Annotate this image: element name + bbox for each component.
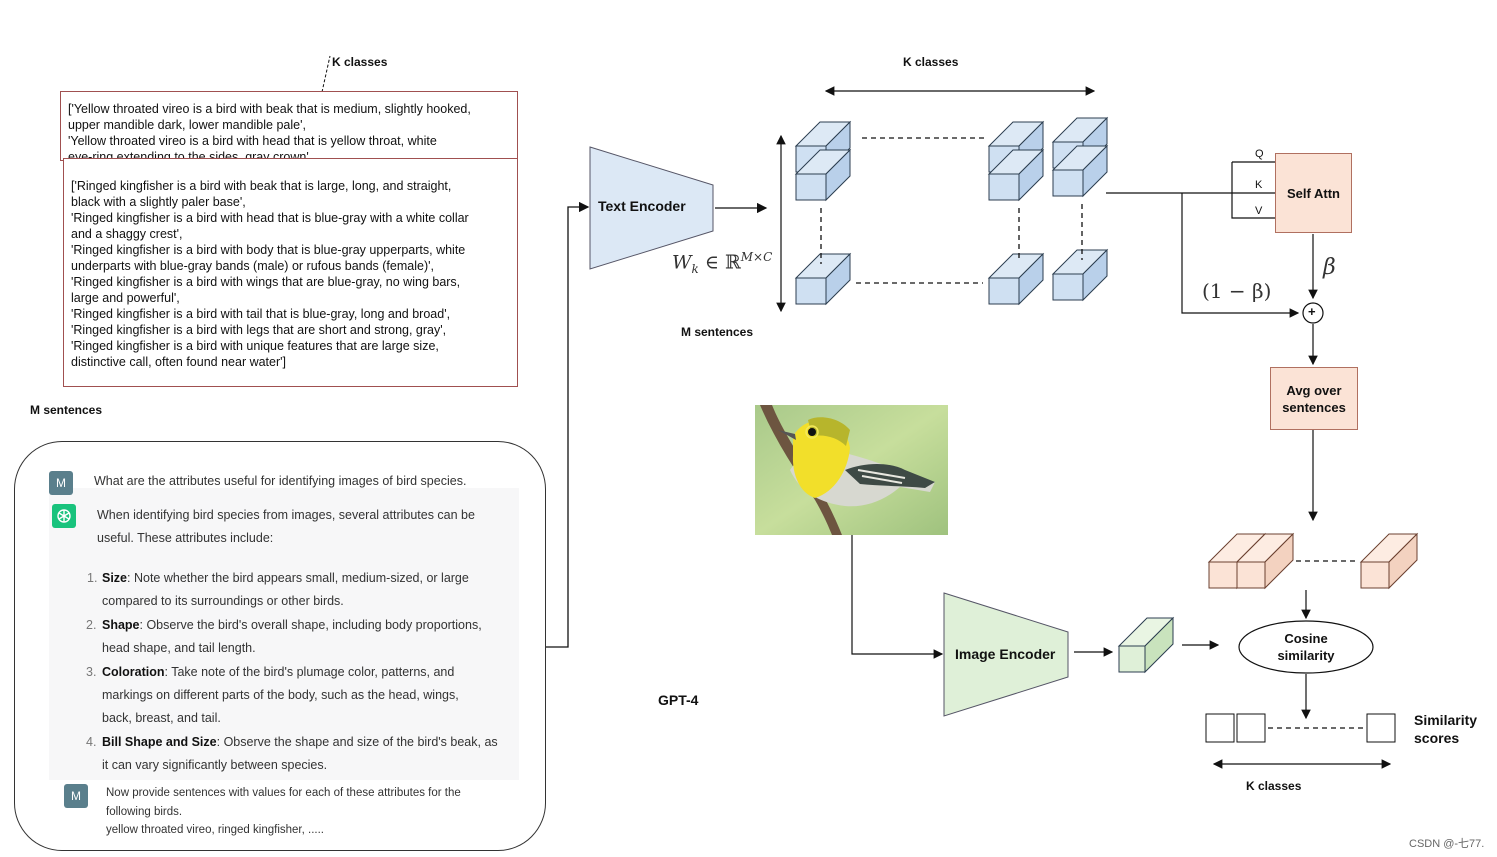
similarity-score-boxes [1205, 713, 1396, 743]
list-number: 2. [86, 618, 97, 632]
assistant-reply-background [49, 488, 519, 780]
avg-line-1: Avg over [1286, 383, 1342, 398]
k-classes-label-bottom: K classes [1246, 779, 1302, 793]
weight-matrix-formula: Wk ∈ ℝM×C [672, 250, 772, 276]
list-item-coloration: Coloration: Take note of the bird's plum… [102, 661, 454, 684]
list-number: 3. [86, 665, 97, 679]
image-encoder-shape [943, 592, 1069, 717]
item-text: : Note whether the bird appears small, m… [127, 571, 469, 585]
front-line: 'Ringed kingfisher is a bird with legs t… [71, 323, 447, 337]
front-line: 'Ringed kingfisher is a bird with body t… [71, 243, 466, 257]
front-line: ['Ringed kingfisher is a bird with beak … [71, 179, 452, 193]
list-item-bill: Bill Shape and Size: Observe the shape a… [102, 731, 498, 754]
front-line: 'Ringed kingfisher is a bird with wings … [71, 275, 461, 289]
k-classes-pointer [321, 55, 331, 93]
item-title: Bill Shape and Size [102, 735, 217, 749]
v-label: V [1255, 205, 1263, 217]
wk-subscript: k [691, 262, 699, 277]
avg-over-sentences-box: Avg over sentences [1270, 367, 1358, 430]
k-classes-label-left: K classes [332, 55, 388, 69]
list-item-size: Size: Note whether the bird appears smal… [102, 567, 469, 590]
wk-in-reals: ∈ ℝ [698, 251, 741, 274]
front-line: distinctive call, often found near water… [71, 355, 287, 369]
similarity-scores-label: Similarity scores [1414, 711, 1477, 747]
residual-arrow [1181, 193, 1300, 318]
sum-node [1302, 302, 1324, 324]
watermark: CSDN @-七77. [1409, 838, 1485, 850]
item-title: Shape [102, 618, 140, 632]
q-label: Q [1255, 148, 1264, 160]
text-embedding-cubes [795, 117, 1108, 305]
front-line: underparts with blue-gray bands (male) o… [71, 259, 434, 273]
bird-photo [755, 405, 948, 535]
wk-superscript: M×C [740, 250, 773, 264]
sentences-box-back: ['Yellow throated vireo is a bird with b… [60, 91, 518, 161]
self-attn-box: Self Attn [1275, 153, 1352, 233]
m-sentences-label-mid: M sentences [681, 325, 754, 339]
cube-dashes [820, 137, 1083, 284]
similarity-line-1: Similarity [1414, 712, 1478, 728]
list-item-size-cont: compared to its surroundings or other bi… [102, 594, 344, 608]
item-text: : Take note of the bird's plumage color,… [164, 665, 455, 679]
m-sentences-label-left: M sentences [30, 403, 103, 417]
class-embedding-cubes [1208, 533, 1418, 589]
list-item-coloration-cont: back, breast, and tail. [102, 711, 221, 725]
list-item-shape-cont: head shape, and tail length. [102, 641, 256, 655]
beta-label: β [1323, 255, 1336, 280]
back-line: 'Yellow throated vireo is a bird with he… [68, 134, 437, 148]
list-number: 1. [87, 571, 98, 585]
text-encoder-shape [589, 146, 714, 270]
k-classes-label-top: K classes [903, 55, 959, 69]
text-encoder-label: Text Encoder [598, 198, 686, 214]
front-line: black with a slightly paler base', [71, 195, 246, 209]
openai-logo-icon [52, 504, 76, 528]
item-title: Size [102, 571, 128, 585]
back-line: ['Yellow throated vireo is a bird with b… [68, 102, 471, 116]
plus-symbol: + [1308, 304, 1316, 319]
gpt4-label: GPT-4 [658, 692, 699, 708]
image-to-encoder-arrow [851, 535, 944, 659]
user-question: What are the attributes useful for ident… [94, 474, 467, 488]
front-line: 'Ringed kingfisher is a bird with unique… [71, 339, 439, 353]
front-line: and a shaggy crest', [71, 227, 183, 241]
item-text: : Observe the bird's overall shape, incl… [139, 618, 482, 632]
back-line: upper mandible dark, lower mandible pale… [68, 118, 306, 132]
wk-symbol: W [672, 251, 692, 274]
qkv-bracket [1231, 162, 1275, 219]
avg-line-2: sentences [1282, 400, 1346, 415]
user-avatar: M [49, 471, 73, 495]
cosine-line-2: similarity [1277, 648, 1335, 663]
cosine-label: Cosine similarity [1262, 630, 1350, 664]
image-encoder-label: Image Encoder [955, 646, 1056, 662]
item-text: : Observe the shape and size of the bird… [216, 735, 498, 749]
k-label: K [1255, 179, 1263, 191]
front-line: 'Ringed kingfisher is a bird with head t… [71, 211, 469, 225]
similarity-line-2: scores [1414, 730, 1460, 746]
chat-to-encoder-arrow [546, 201, 590, 648]
list-item-coloration-cont: markings on different parts of the body,… [102, 688, 459, 702]
cosine-line-1: Cosine [1284, 631, 1328, 646]
image-embedding-cube [1117, 616, 1175, 674]
item-title: Coloration [102, 665, 165, 679]
sentences-box-front: ['Ringed kingfisher is a bird with beak … [63, 158, 518, 387]
followup-line-1: Now provide sentences with values for ea… [106, 787, 461, 799]
back-line: eye-ring extending to the sides, gray cr… [68, 150, 313, 161]
followup-line-2: following birds. [106, 806, 183, 818]
one-minus-beta-label: (1 − β) [1202, 279, 1272, 303]
cosine-similarity-node [1238, 620, 1374, 674]
front-line: 'Ringed kingfisher is a bird with tail t… [71, 307, 451, 321]
user-avatar: M [64, 784, 88, 808]
front-line: large and powerful', [71, 291, 180, 305]
reply-intro-1: When identifying bird species from image… [97, 508, 475, 522]
reply-intro-2: useful. These attributes include: [97, 531, 274, 545]
gpt4-chat-panel: M What are the attributes useful for ide… [14, 441, 546, 851]
list-item-bill-cont: it can vary significantly between specie… [102, 758, 328, 772]
list-item-shape: Shape: Observe the bird's overall shape,… [102, 614, 482, 637]
followup-line-3: yellow throated vireo, ringed kingfisher… [106, 824, 324, 836]
list-number: 4. [86, 735, 97, 749]
